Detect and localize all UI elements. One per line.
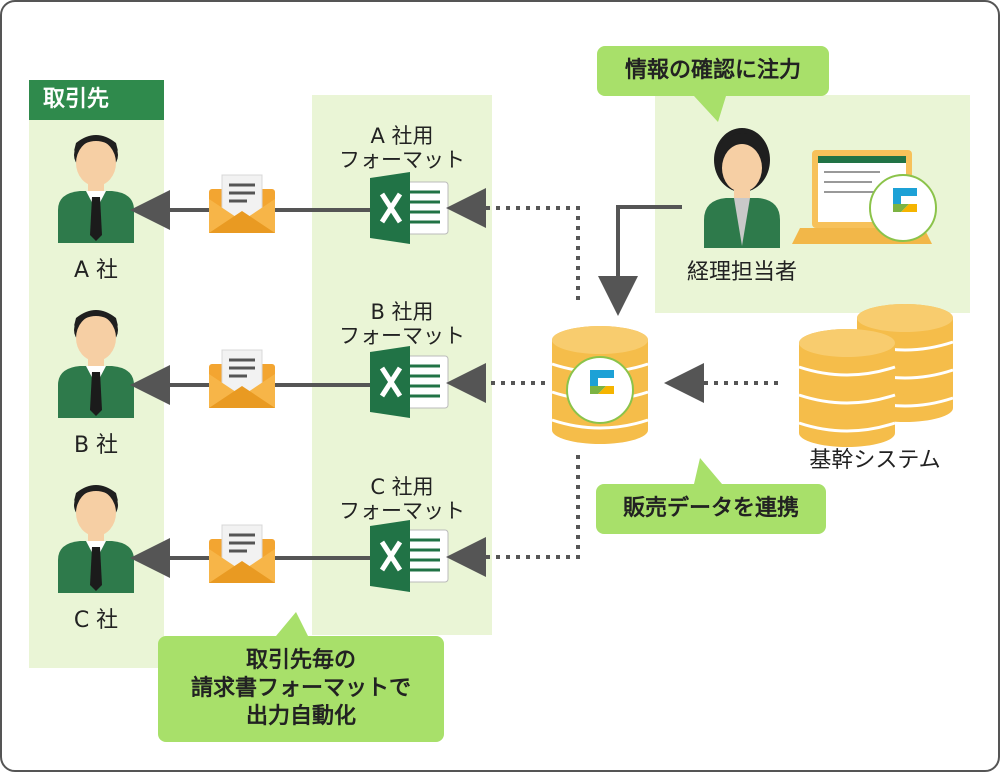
auto-output-line2: 請求書フォーマットで [190,676,411,701]
celf-logo-icon [566,356,634,424]
excel-c-icon [370,520,448,592]
auto-output-line3: 出力自動化 [245,704,356,729]
format-a-line1: A 社用 [370,124,434,148]
format-b-line1: B 社用 [370,300,434,324]
link-sales-bubble-text: 販売データを連携 [622,496,799,521]
dotted-arrow-a [446,188,580,300]
excel-a-icon [370,172,448,244]
core-db-front-icon [797,327,897,449]
auto-output-bubble [158,612,444,742]
core-system-label: 基幹システム [809,448,941,473]
accountant-arrow [598,205,682,316]
auto-output-line1: 取引先毎の [245,648,356,673]
partners-header: 取引先 [29,80,164,120]
excel-b-icon [370,346,448,418]
format-a-line2: フォーマット [339,148,465,172]
accountant-label: 経理担当者 [686,260,797,285]
format-c-line1: C 社用 [370,475,434,499]
company-a-label: A 社 [73,258,119,283]
laptop-celf-logo-icon [869,174,937,242]
company-b-label: B 社 [73,433,119,458]
link-sales-bubble [596,458,826,534]
confirm-bubble [597,46,829,122]
dotted-arrow-c [446,455,580,577]
confirm-bubble-text: 情報の確認に注力 [624,58,801,83]
format-c-line2: フォーマット [339,499,465,523]
format-b-line2: フォーマット [339,324,465,348]
accountant-person-icon [704,128,780,248]
company-c-label: C 社 [73,608,119,633]
